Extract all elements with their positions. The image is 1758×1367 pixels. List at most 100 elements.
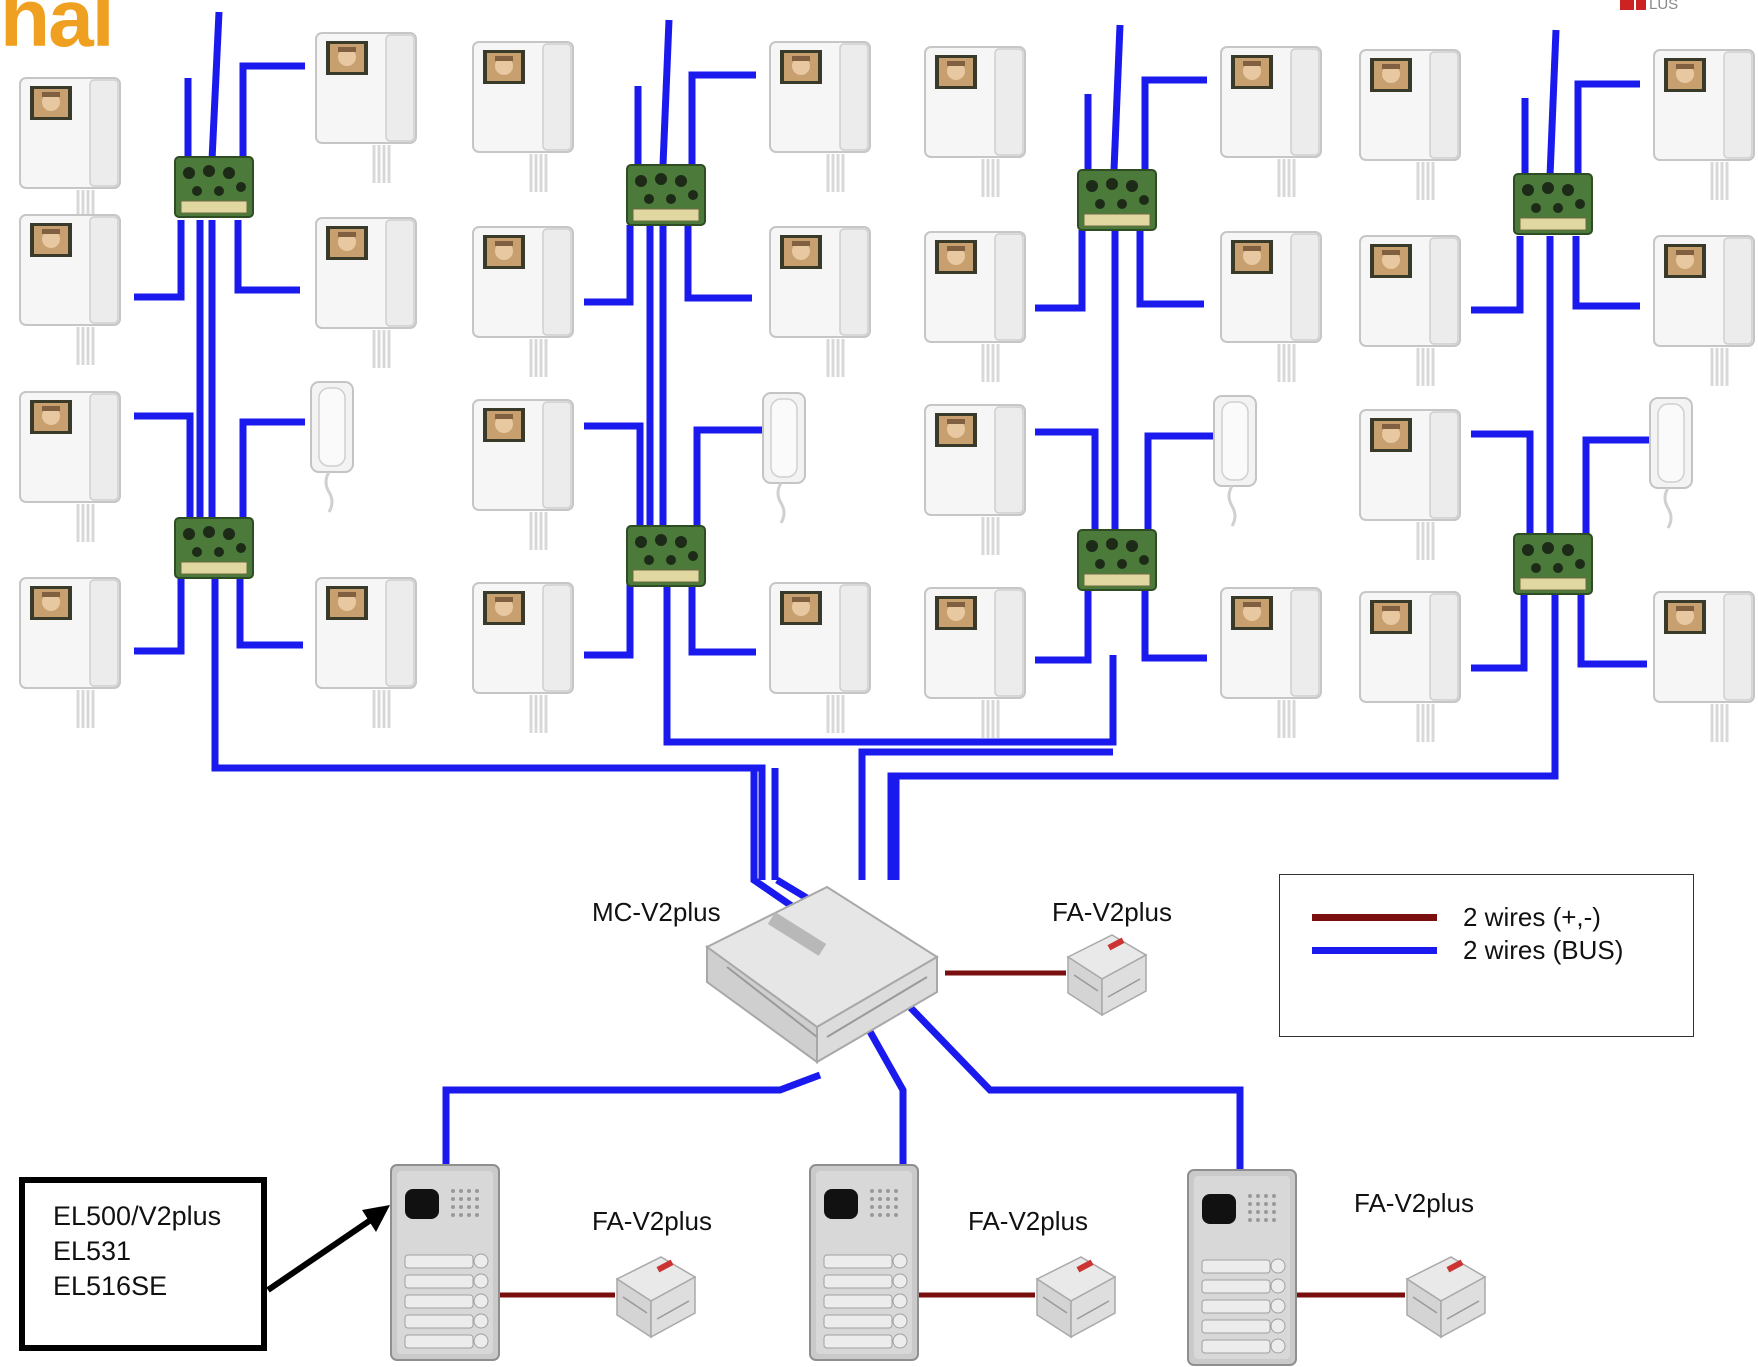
distributor-board-icon bbox=[174, 517, 254, 579]
bus-wire bbox=[887, 592, 1559, 880]
brand-mark-icon bbox=[1636, 0, 1646, 10]
distributor-board-icon bbox=[1077, 529, 1157, 591]
legend-item-bus: 2 wires (BUS) bbox=[1312, 934, 1623, 966]
video-monitor-icon bbox=[18, 76, 122, 230]
psu-main-label: FA-V2plus bbox=[1052, 897, 1172, 927]
brand-logo: hal bbox=[0, 0, 114, 64]
bus-wire bbox=[1572, 236, 1640, 310]
legend: 2 wires (+,-) 2 wires (BUS) bbox=[1279, 874, 1694, 1037]
legend-swatch-bus bbox=[1312, 946, 1437, 954]
distributor-board-icon bbox=[626, 164, 706, 226]
brand-mark-icon bbox=[1620, 0, 1634, 10]
video-monitor-icon bbox=[768, 225, 872, 379]
bus-wire bbox=[905, 1002, 1244, 1180]
bus-wire bbox=[1471, 430, 1534, 536]
bus-wire bbox=[1110, 24, 1124, 171]
video-monitor-icon bbox=[471, 398, 575, 552]
bus-wire bbox=[211, 575, 766, 880]
device-layer bbox=[18, 31, 1756, 1366]
bus-wire bbox=[1471, 236, 1524, 314]
distributor-board-icon bbox=[626, 525, 706, 587]
video-monitor-icon bbox=[768, 581, 872, 735]
bus-wire bbox=[684, 225, 752, 302]
video-monitor-icon bbox=[1219, 230, 1323, 384]
bus-wire bbox=[236, 575, 303, 649]
bus-wires bbox=[134, 11, 1649, 1180]
controller-module-icon bbox=[706, 886, 938, 1063]
distributor-board-icon bbox=[1513, 173, 1593, 235]
video-monitor-icon bbox=[314, 216, 418, 370]
video-monitor-icon bbox=[1652, 234, 1756, 388]
bus-wire bbox=[1141, 76, 1207, 170]
bus-wire bbox=[584, 225, 634, 306]
model-list-box: EL500/V2plus EL531 EL516SE bbox=[19, 1177, 267, 1351]
audio-handset-icon bbox=[761, 391, 807, 525]
bus-wire bbox=[688, 71, 756, 165]
door-panel-icon bbox=[809, 1164, 919, 1361]
video-monitor-icon bbox=[923, 403, 1027, 557]
legend-item-power: 2 wires (+,-) bbox=[1312, 901, 1601, 933]
audio-handset-icon bbox=[309, 380, 355, 514]
bus-wire bbox=[1577, 592, 1647, 668]
video-monitor-icon bbox=[1652, 48, 1756, 202]
bus-wire bbox=[1471, 592, 1528, 672]
power-supply-icon bbox=[1067, 934, 1147, 1016]
bus-wire bbox=[659, 19, 673, 166]
door-panel-icon bbox=[1187, 1169, 1297, 1366]
video-monitor-icon bbox=[1358, 234, 1462, 388]
power-supply-icon bbox=[1036, 1256, 1116, 1338]
video-monitor-icon bbox=[314, 576, 418, 730]
bus-wire bbox=[584, 422, 644, 525]
bus-wire bbox=[1136, 230, 1204, 308]
power-supply-icon bbox=[1406, 1256, 1486, 1338]
bus-wire bbox=[584, 582, 634, 659]
bus-wire bbox=[1035, 230, 1086, 312]
legend-label-bus: 2 wires (BUS) bbox=[1463, 934, 1624, 965]
psu-panel-2-label: FA-V2plus bbox=[968, 1206, 1088, 1236]
power-wires bbox=[494, 970, 1405, 1298]
audio-handset-icon bbox=[1648, 396, 1694, 530]
video-monitor-icon bbox=[1358, 408, 1462, 562]
video-monitor-icon bbox=[18, 213, 122, 367]
bus-wire bbox=[234, 220, 300, 294]
door-panel-icon bbox=[390, 1164, 500, 1361]
psu-panel-3-label: FA-V2plus bbox=[1354, 1188, 1474, 1218]
bus-wire bbox=[858, 748, 1113, 880]
video-monitor-icon bbox=[471, 225, 575, 379]
video-monitor-icon bbox=[1358, 48, 1462, 202]
video-monitor-icon bbox=[923, 230, 1027, 384]
bus-wire bbox=[208, 11, 223, 161]
power-supply-icon bbox=[616, 1256, 696, 1338]
video-monitor-icon bbox=[923, 45, 1027, 199]
bus-wire bbox=[1546, 29, 1560, 177]
bus-wire bbox=[239, 62, 305, 160]
legend-label-power: 2 wires (+,-) bbox=[1463, 901, 1601, 932]
arrow-icon bbox=[266, 1205, 390, 1293]
video-monitor-icon bbox=[1219, 45, 1323, 199]
bus-wire bbox=[134, 220, 185, 301]
model-name: EL531 bbox=[53, 1236, 132, 1266]
bus-wire bbox=[134, 575, 185, 655]
brand-logo-right: LUS bbox=[1620, 0, 1678, 13]
bus-wire bbox=[688, 582, 756, 656]
video-monitor-icon bbox=[18, 576, 122, 730]
model-name: EL516SE bbox=[53, 1271, 168, 1301]
video-monitor-icon bbox=[314, 31, 418, 185]
bus-wire bbox=[663, 582, 1117, 746]
video-monitor-icon bbox=[471, 40, 575, 194]
distributor-board-icon bbox=[1513, 533, 1593, 595]
bus-wire bbox=[134, 412, 194, 520]
psu-panel-1-label: FA-V2plus bbox=[592, 1206, 712, 1236]
legend-swatch-power bbox=[1312, 913, 1437, 921]
bus-wire bbox=[239, 418, 305, 520]
video-monitor-icon bbox=[1652, 590, 1756, 744]
bus-wire bbox=[442, 1071, 822, 1173]
video-monitor-icon bbox=[923, 586, 1027, 740]
video-monitor-icon bbox=[18, 390, 122, 544]
bus-wire bbox=[851, 1003, 907, 1166]
video-monitor-icon bbox=[1358, 590, 1462, 744]
bus-wire bbox=[1035, 428, 1099, 530]
video-monitor-icon bbox=[768, 40, 872, 194]
bus-wire bbox=[1141, 588, 1207, 662]
